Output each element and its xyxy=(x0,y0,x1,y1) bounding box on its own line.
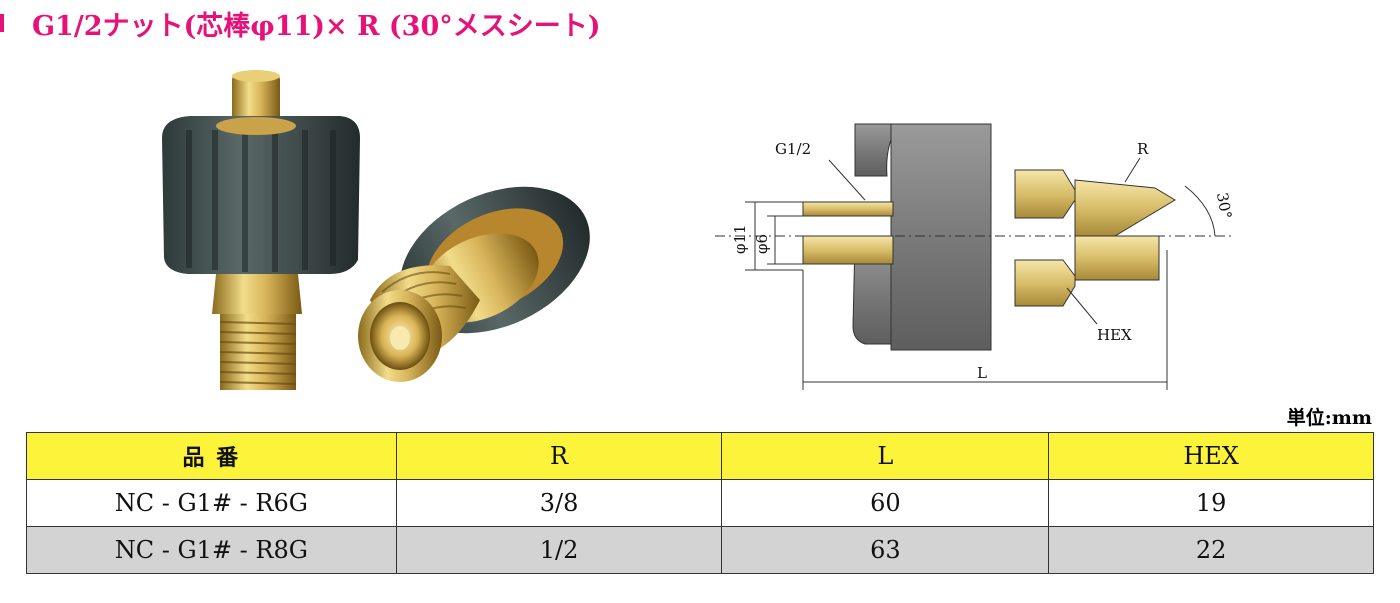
header-r: R xyxy=(395,432,723,480)
title-marker xyxy=(0,14,4,32)
product-photo xyxy=(162,70,590,390)
page-title: G1/2ナット(芯棒φ11)× R (30°メスシート) xyxy=(32,11,601,42)
label-l: L xyxy=(977,364,987,382)
header-l: L xyxy=(721,432,1050,480)
label-d6: φ6 xyxy=(753,234,771,254)
label-r: R xyxy=(1137,140,1149,158)
cell-part-number: NC - G1# - R8G xyxy=(26,526,397,574)
label-hex: HEX xyxy=(1097,326,1132,344)
header-part-number: 品 番 xyxy=(26,432,397,480)
cell-l: 63 xyxy=(721,526,1050,574)
cell-hex: 22 xyxy=(1048,526,1374,574)
cell-l: 60 xyxy=(721,479,1050,527)
unit-label: 単位:mm xyxy=(1286,407,1372,429)
cell-r: 3/8 xyxy=(395,479,723,527)
cell-hex: 19 xyxy=(1048,479,1374,527)
table-header-row: 品 番 R L HEX xyxy=(26,432,1374,480)
cell-r: 1/2 xyxy=(395,526,723,574)
cell-part-number: NC - G1# - R6G xyxy=(26,479,397,527)
label-angle: 30° xyxy=(1213,191,1235,220)
label-d11: φ11 xyxy=(731,224,749,254)
cross-section-diagram: G1/2 R 30° φ11 φ6 HEX L xyxy=(715,123,1235,390)
spec-table: 品 番 R L HEX NC - G1# - R6G 3/8 60 19 NC … xyxy=(26,432,1374,574)
label-g12: G1/2 xyxy=(775,140,811,158)
header-hex: HEX xyxy=(1048,432,1374,480)
table-row: NC - G1# - R8G 1/2 63 22 xyxy=(26,526,1374,574)
table-row: NC - G1# - R6G 3/8 60 19 xyxy=(26,479,1374,527)
